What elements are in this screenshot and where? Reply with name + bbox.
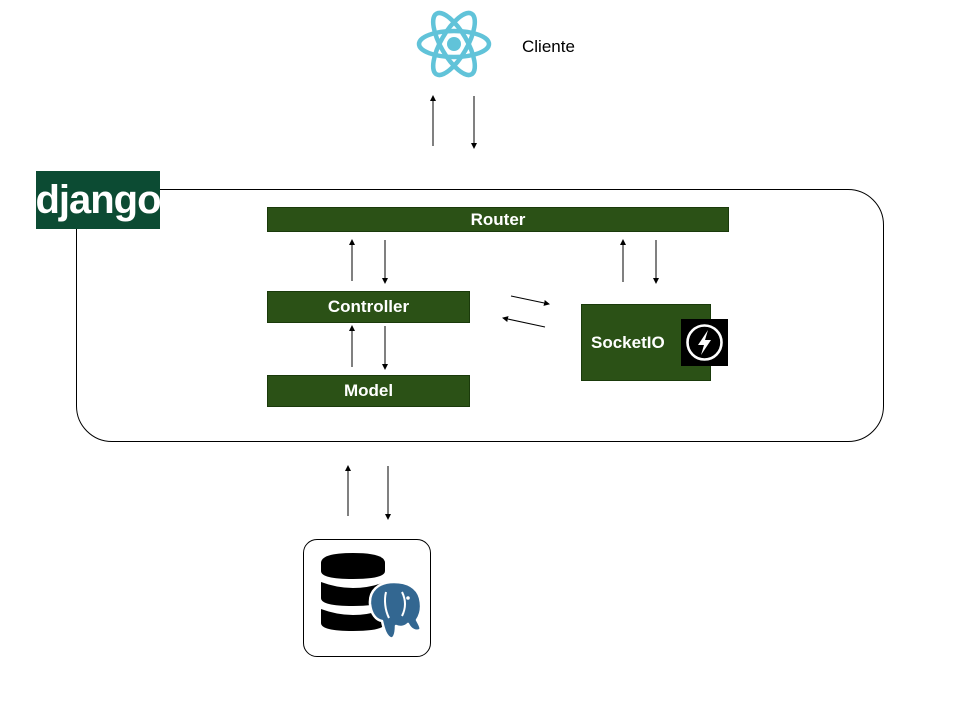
django-logo: django — [35, 171, 162, 229]
controller-box: Controller — [267, 291, 470, 323]
socketio-label: SocketIO — [591, 332, 665, 352]
postgresql-elephant-icon — [368, 580, 423, 640]
arrow-controller-to-socketio — [510, 295, 550, 306]
socketio-box: SocketIO — [581, 304, 711, 381]
react-icon — [416, 10, 492, 78]
router-box: Router — [267, 207, 729, 232]
arrow-socketio-to-controller — [502, 316, 546, 328]
socketio-icon — [681, 319, 728, 366]
client-label: Cliente — [522, 37, 575, 56]
model-box: Model — [267, 375, 470, 407]
database-icon — [321, 553, 385, 631]
django-container — [76, 189, 884, 442]
